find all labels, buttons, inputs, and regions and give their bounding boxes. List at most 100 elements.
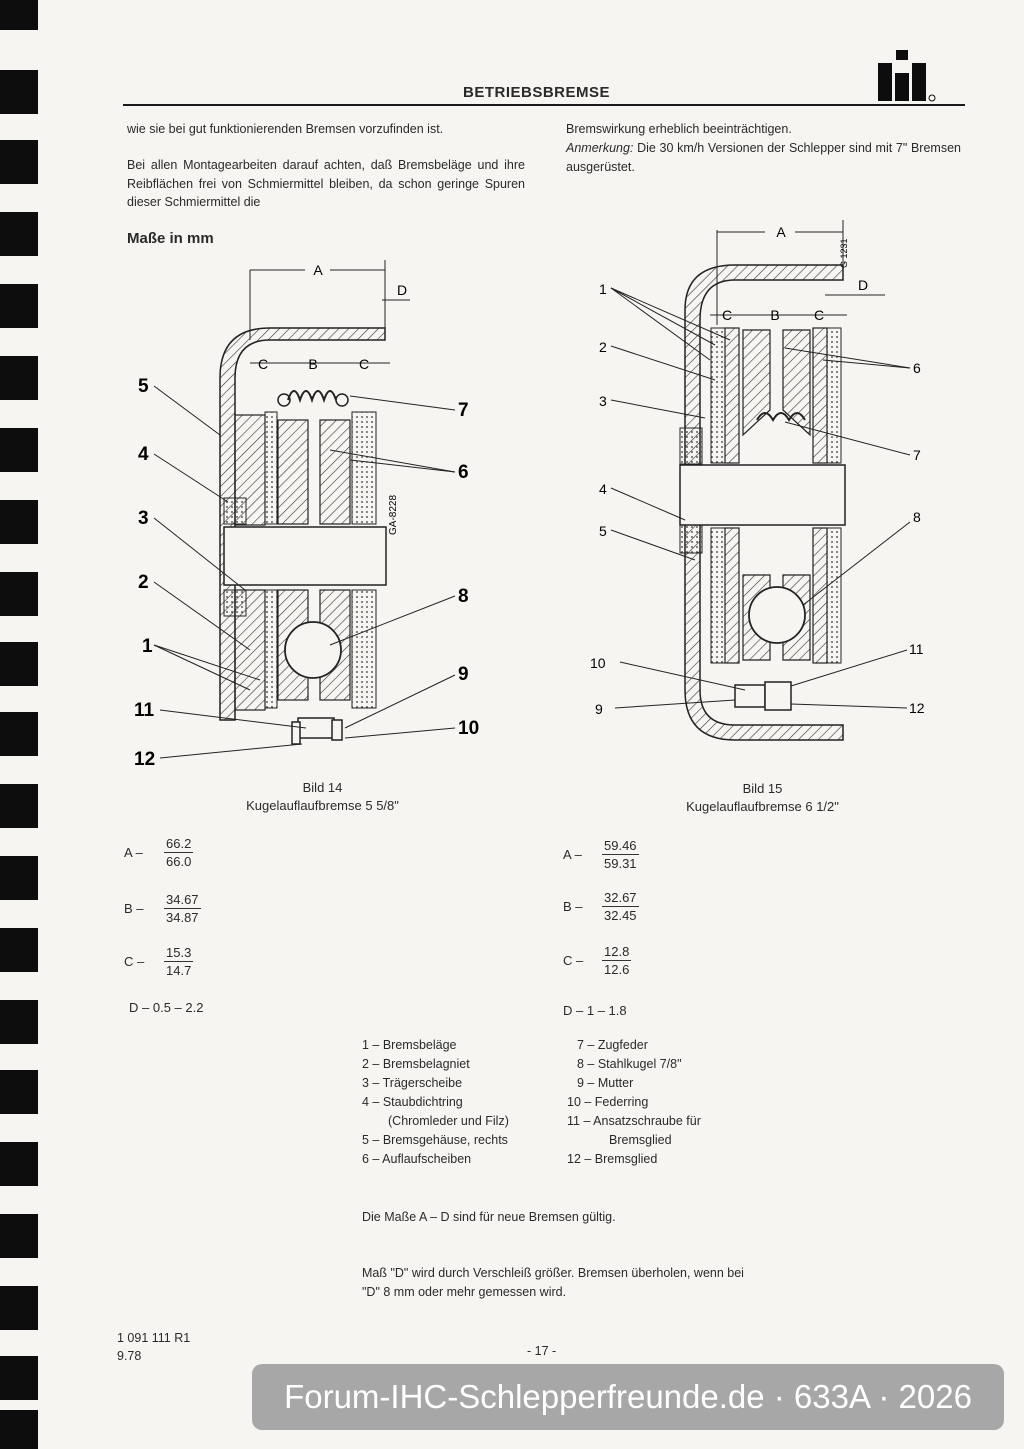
binding-hole [0, 1070, 38, 1114]
binding-hole [0, 0, 38, 30]
section-title: Maße in mm [127, 230, 214, 247]
binding-hole [0, 784, 38, 828]
fig14-label-4: 4 [138, 444, 149, 465]
note-wear: Maß "D" wird durch Verschleiß größer. Br… [362, 1266, 744, 1299]
legend-item: 8 – Stahlkugel 7/8" [577, 1057, 682, 1071]
fig14-dim-c-right-label: C [359, 356, 369, 372]
m14-b-label: B – [124, 901, 144, 916]
fig15-label-4: 4 [599, 481, 607, 497]
legend-item: 9 – Mutter [577, 1076, 634, 1090]
fig15-dim-d-label: D [858, 277, 868, 293]
m14-c-lower: 14.7 [166, 963, 192, 978]
intro-left-para1: wie sie bei gut funktionierenden Bremsen… [127, 122, 444, 136]
m15-b-upper: 32.67 [602, 890, 639, 907]
legend-item: Bremsglied [609, 1133, 672, 1147]
binding-strip [0, 0, 40, 1449]
legend-item: 7 – Zugfeder [577, 1038, 648, 1052]
note-validity: Die Maße A – D sind für neue Bremsen gül… [362, 1210, 616, 1224]
intro-right-note: Anmerkung: Die 30 km/h Versionen der Sch… [566, 139, 961, 176]
fig14-dim-a-label: A [313, 262, 323, 278]
figure-15-caption-subtitle: Kugelauflaufbremse 6 1/2" [686, 799, 839, 814]
m14-d: D – 0.5 – 2.2 [129, 1000, 203, 1015]
fig14-dim-d-label: D [397, 282, 407, 298]
note-text: Die 30 km/h Versionen der Schlepper sind… [566, 141, 961, 174]
binding-hole [0, 1356, 38, 1400]
m15-b-lower: 32.45 [604, 908, 637, 923]
fig15-dim-b-label: B [770, 307, 779, 323]
figure-14-caption: Bild 14 Kugelauflaufbremse 5 5/8" [200, 779, 445, 815]
fig15-label-5: 5 [599, 523, 607, 539]
binding-hole [0, 212, 38, 256]
fig15-label-9: 9 [595, 701, 603, 717]
fig14-label-2: 2 [138, 572, 149, 593]
m15-a-upper: 59.46 [602, 838, 639, 855]
binding-hole [0, 1142, 38, 1186]
m14-d-label: D – [129, 1000, 150, 1015]
binding-hole [0, 1214, 38, 1258]
fig14-label-10: 10 [458, 718, 479, 739]
ih-logo [878, 50, 936, 102]
legend-item: 1 – Bremsbeläge [362, 1038, 457, 1052]
fig15-dim-a-label: A [776, 224, 786, 240]
m15-c-lower: 12.6 [604, 962, 630, 977]
binding-hole [0, 500, 38, 544]
m15-d-label: D – [563, 1003, 584, 1018]
m15-c-label: C – [563, 953, 584, 968]
legend-item: 4 – Staubdichtring [362, 1095, 463, 1109]
binding-hole [0, 140, 38, 184]
m15-c-upper: 12.8 [602, 944, 632, 961]
fig15-dim-c-right-label: C [814, 307, 824, 323]
legend-right: 7 – Zugfeder 8 – Stahlkugel 7/8" 9 – Mut… [567, 1036, 767, 1169]
binding-hole [0, 70, 38, 114]
figure-14-caption-title: Bild 14 [302, 780, 343, 795]
binding-hole [0, 572, 38, 616]
binding-hole [0, 1286, 38, 1330]
fig14-label-6: 6 [458, 462, 469, 483]
binding-hole [0, 428, 38, 472]
fig15-label-1: 1 [599, 281, 607, 297]
m14-a-upper: 66.2 [164, 836, 194, 853]
fig15-label-3: 3 [599, 393, 607, 409]
m15-a-lower: 59.31 [604, 856, 637, 871]
legend-item: 10 – Federring [567, 1095, 649, 1109]
fig14-label-7: 7 [458, 400, 469, 421]
m14-c-upper: 15.3 [164, 945, 194, 962]
fig15-label-7: 7 [913, 447, 921, 463]
m15-d-value: 1 – 1.8 [586, 1003, 627, 1018]
binding-hole [0, 856, 38, 900]
fig14-dim-b-label: B [308, 356, 317, 372]
fig15-label-2: 2 [599, 339, 607, 355]
m14-b-lower: 34.87 [166, 910, 199, 925]
page-number: - 17 - [527, 1344, 557, 1358]
footer-part-number: 1 091 111 R1 [117, 1331, 191, 1345]
note-label: Anmerkung: [566, 141, 634, 155]
footer-date: 9.78 [117, 1349, 142, 1363]
legend-item: 12 – Bremsglied [567, 1152, 658, 1166]
fig14-dim-c-left-label: C [258, 356, 268, 372]
legend-item: 11 – Ansatzschraube für [567, 1114, 701, 1128]
binding-hole [0, 1410, 38, 1449]
legend-left: 1 – Bremsbeläge 2 – Bremsbelagniet 3 – T… [362, 1036, 562, 1169]
fig14-label-3: 3 [138, 508, 149, 529]
m15-d: D – 1 – 1.8 [563, 1003, 627, 1018]
fig15-dim-c-left-label: C [722, 307, 732, 323]
forum-watermark-banner: Forum-IHC-Schlepperfreunde.de · 633A · 2… [252, 1364, 1004, 1430]
fig15-label-12: 12 [909, 700, 925, 716]
m15-a-label: A – [563, 847, 582, 862]
binding-hole [0, 1000, 38, 1044]
fig15-label-8: 8 [913, 509, 921, 525]
fig14-label-12: 12 [134, 749, 155, 770]
binding-hole [0, 356, 38, 400]
legend-item: 2 – Bremsbelagniet [362, 1057, 470, 1071]
binding-hole [0, 284, 38, 328]
m15-b-label: B – [563, 899, 583, 914]
binding-hole [0, 642, 38, 686]
fig14-label-1: 1 [142, 636, 153, 657]
fig14-label-9: 9 [458, 664, 469, 685]
fig14-label-5: 5 [138, 376, 149, 397]
